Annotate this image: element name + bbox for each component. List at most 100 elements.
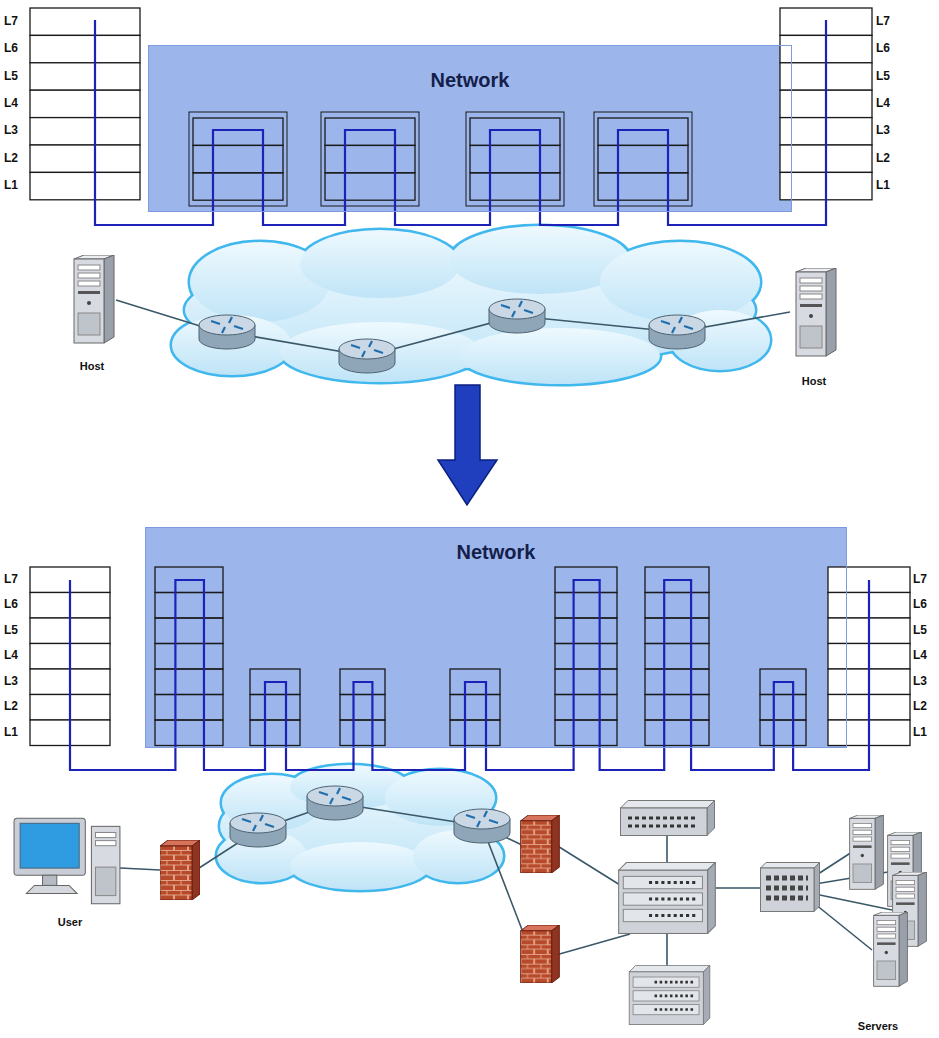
layer-label: L5 <box>913 624 927 637</box>
layer-cell <box>598 118 688 145</box>
layer-cell <box>155 618 223 644</box>
layer-label: L5 <box>4 70 18 83</box>
layer-stack <box>555 567 617 746</box>
layer-cell <box>325 173 415 200</box>
layer-cell <box>450 695 500 721</box>
layer-label: L3 <box>4 675 18 688</box>
layer-label: L5 <box>4 624 18 637</box>
stack-frame <box>321 112 419 206</box>
layer-label: L7 <box>913 573 927 586</box>
layer-label: L3 <box>913 675 927 688</box>
layer-label: L7 <box>4 15 18 28</box>
layer-cell <box>760 695 806 721</box>
layer-label: L4 <box>4 650 18 663</box>
layer-cell <box>760 720 806 746</box>
firewall-icon <box>160 840 200 900</box>
network-band: Network <box>145 527 847 748</box>
cloud-rim <box>280 322 480 382</box>
cloud-rim <box>172 315 292 375</box>
band-fills <box>145 45 847 748</box>
network-title: Network <box>149 68 791 92</box>
layer-cell <box>470 145 560 172</box>
transition-arrow <box>438 385 497 505</box>
host-icon <box>796 268 836 356</box>
layer-cell <box>325 118 415 145</box>
layer-label: L1 <box>4 726 18 739</box>
cloud-body <box>460 328 660 384</box>
layer-cell <box>645 618 709 644</box>
cloud-body <box>290 842 430 890</box>
device-label: Host <box>80 360 104 372</box>
layer-stack <box>30 8 140 200</box>
user-pc-icon <box>14 818 120 904</box>
layer-label: L4 <box>876 97 890 110</box>
device-label: Servers <box>858 1020 898 1032</box>
layer-label: L4 <box>913 650 927 663</box>
switch-chassis-icon <box>619 863 716 934</box>
layer-stack <box>155 567 223 746</box>
layer-stack <box>645 567 709 746</box>
layer-cell <box>155 593 223 619</box>
cloud-rim <box>600 242 760 322</box>
router-icon <box>199 315 255 349</box>
layer-stack <box>340 669 385 746</box>
layer-cell <box>155 669 223 695</box>
layer-path-line <box>70 580 869 770</box>
layer-cell <box>30 90 140 117</box>
layer-cell <box>555 593 617 619</box>
layer-cell <box>450 720 500 746</box>
layer-cell <box>645 644 709 670</box>
layer-stacks <box>30 8 910 746</box>
layer-cell <box>155 720 223 746</box>
network-band-fill <box>145 527 847 748</box>
layer-label: L1 <box>4 180 18 193</box>
device-label: Host <box>802 375 826 387</box>
layer-cell <box>193 173 283 200</box>
layer-cell <box>340 695 385 721</box>
devices <box>14 255 926 1025</box>
layer-cell <box>645 593 709 619</box>
router-icon <box>230 813 286 847</box>
layer-label: L5 <box>876 70 890 83</box>
router-icon <box>454 809 510 843</box>
layer-cell <box>645 720 709 746</box>
device-label: User <box>58 916 82 928</box>
network-band: Network <box>148 45 792 212</box>
layer-path <box>70 20 869 770</box>
layer-cell <box>250 720 300 746</box>
layer-cell <box>645 695 709 721</box>
layer-cell <box>30 8 140 35</box>
cloud-body <box>172 315 292 375</box>
network-links <box>116 300 892 967</box>
stack-frame <box>594 112 692 206</box>
layer-label: L3 <box>4 125 18 138</box>
layer-cell <box>598 173 688 200</box>
layer-label: L6 <box>4 43 18 56</box>
layer-cell <box>325 145 415 172</box>
router-icon <box>307 786 363 820</box>
firewall-icon <box>521 925 560 983</box>
layer-cell <box>30 118 140 145</box>
stack-frame <box>466 112 564 206</box>
layer-cell <box>555 618 617 644</box>
layer-cell <box>250 695 300 721</box>
layer-cell <box>30 35 140 62</box>
server-icon <box>874 912 908 986</box>
layer-cell <box>555 720 617 746</box>
link-line <box>116 300 790 356</box>
layer-cell <box>555 644 617 670</box>
firewall-icon <box>521 815 560 873</box>
layer-cell <box>30 63 140 90</box>
layer-stack <box>250 669 300 746</box>
router-icon <box>339 339 395 373</box>
layer-label: L7 <box>876 15 890 28</box>
layer-label: L7 <box>4 573 18 586</box>
layer-cell <box>155 695 223 721</box>
layer-cell <box>30 172 140 199</box>
layer-cell <box>193 118 283 145</box>
layer-cell <box>555 695 617 721</box>
layer-cell <box>645 669 709 695</box>
cloud-body <box>600 242 760 322</box>
layer-label: L2 <box>4 152 18 165</box>
